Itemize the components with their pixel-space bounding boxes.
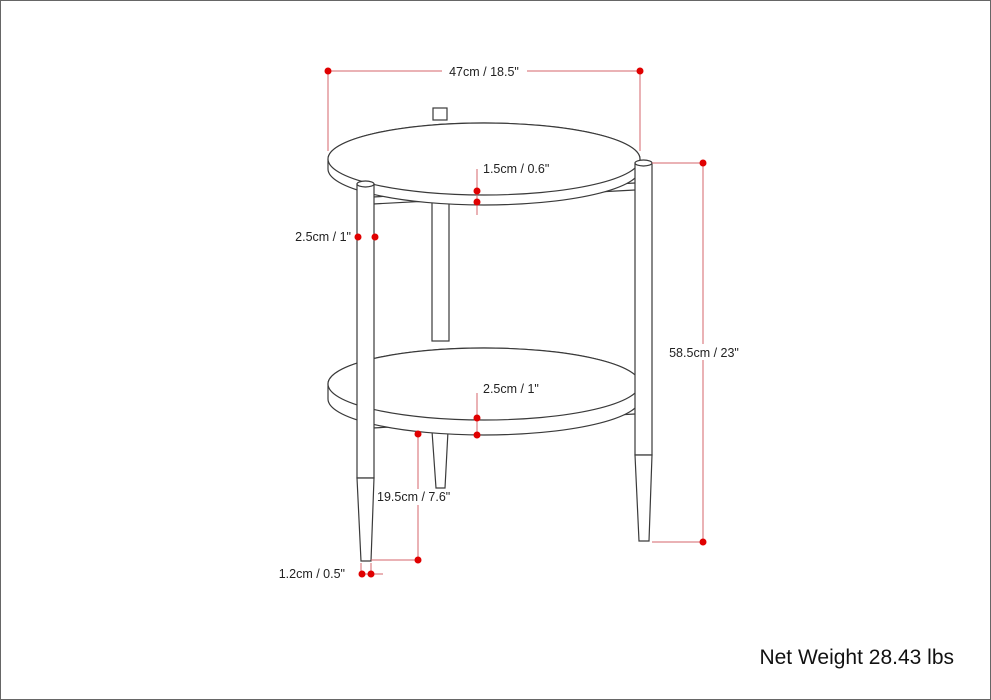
foot-width-label: 1.2cm / 0.5" xyxy=(279,567,345,581)
shelf-thickness-label: 2.5cm / 1" xyxy=(483,382,539,396)
shelf-clearance-label: 19.5cm / 7.6" xyxy=(377,490,450,504)
back-leg xyxy=(431,190,450,489)
leg-width-dimension: 2.5cm / 1" xyxy=(295,230,379,244)
top-thickness-label: 1.5cm / 0.6" xyxy=(483,162,549,176)
right-leg xyxy=(634,159,653,542)
net-weight-label: Net Weight 28.43 lbs xyxy=(759,646,954,669)
front-left-leg xyxy=(356,180,375,562)
tabletop xyxy=(327,107,641,206)
top-width-label: 47cm / 18.5" xyxy=(449,65,519,79)
shelf-clearance-dimension: 19.5cm / 7.6" xyxy=(371,430,467,564)
shelf-thickness-dimension: 2.5cm / 1" xyxy=(473,382,539,439)
total-height-label: 58.5cm / 23" xyxy=(669,346,739,360)
total-height-dimension: 58.5cm / 23" xyxy=(652,159,745,546)
top-thickness-dimension: 1.5cm / 0.6" xyxy=(473,162,549,215)
top-width-dimension: 47cm / 18.5" xyxy=(324,63,644,151)
foot-width-dimension: 1.2cm / 0.5" xyxy=(279,563,383,581)
leg-width-label: 2.5cm / 1" xyxy=(295,230,351,244)
